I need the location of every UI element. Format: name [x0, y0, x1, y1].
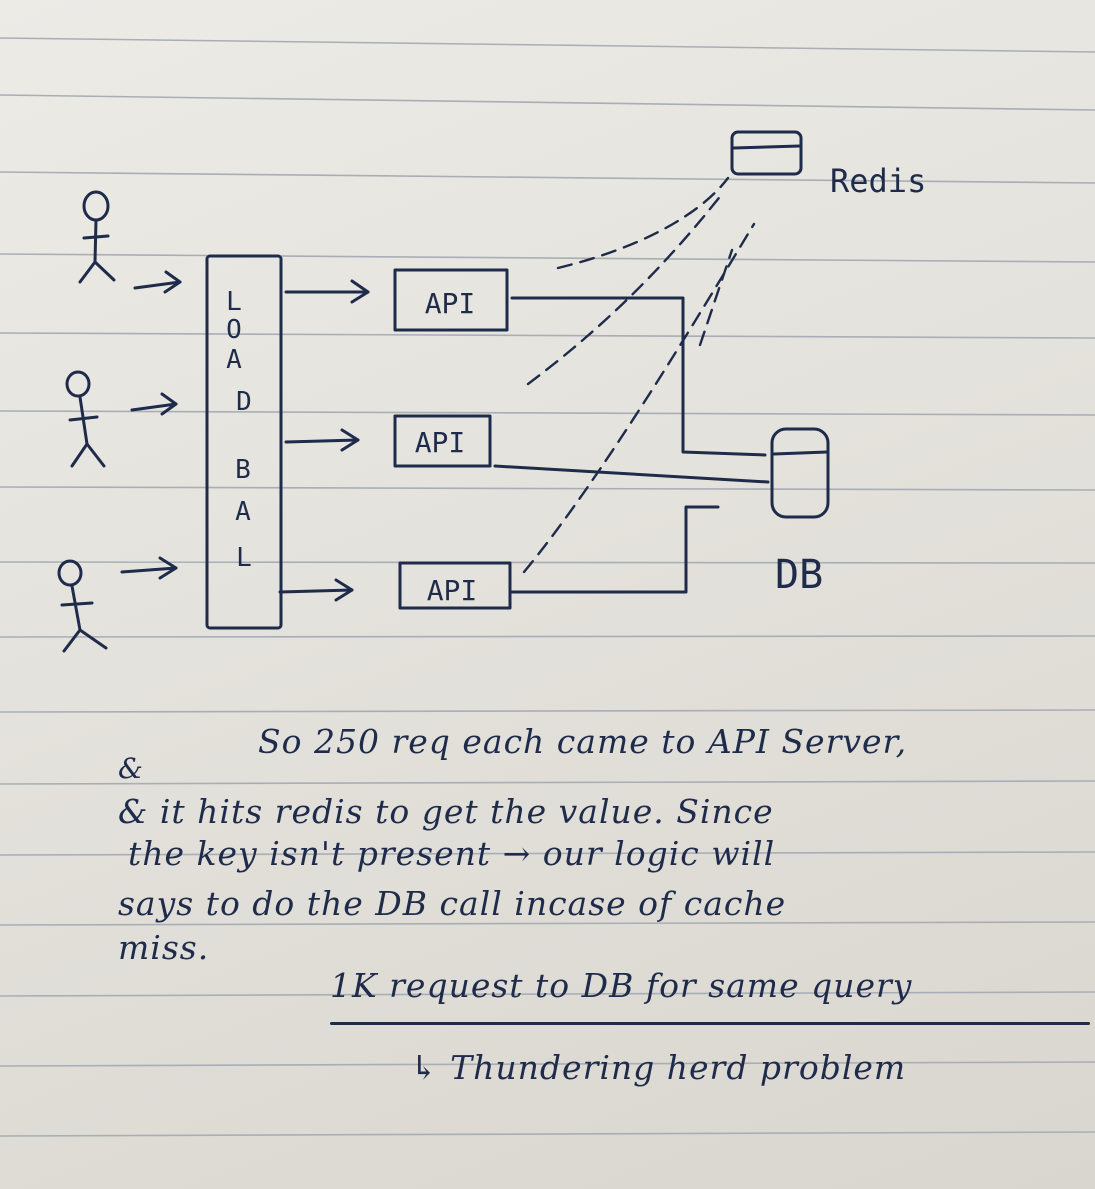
- lb-letter: A: [235, 497, 251, 527]
- note-underline: [330, 1022, 1090, 1025]
- db-label: DB: [775, 552, 823, 598]
- load-balancer-label: L O A D B A L: [226, 287, 252, 573]
- lb-api-arrows: [278, 279, 370, 602]
- note-line-4: says to do the DB call incase of cache: [118, 884, 787, 923]
- api-server-2: API: [393, 414, 492, 468]
- note-line-2: & it hits redis to get the value. Since: [118, 792, 774, 831]
- lb-letter: L: [226, 287, 242, 317]
- redis-label: Redis: [830, 162, 926, 200]
- user-arrows: [120, 270, 182, 580]
- note-line-1: So 250 req each came to API Server,: [258, 722, 908, 761]
- note-line-3: the key isn't present → our logic will: [128, 834, 776, 873]
- api-label: API: [427, 574, 478, 607]
- note-marker: &: [118, 752, 144, 785]
- note-line-7: ↳ Thundering herd problem: [410, 1048, 907, 1087]
- api-db-connectors: [493, 296, 770, 594]
- api-server-3: API: [398, 561, 512, 610]
- database-icon: [770, 427, 830, 519]
- user-1-icon: [78, 190, 116, 284]
- api-server-1: API: [393, 268, 509, 332]
- lb-letter: O: [226, 315, 242, 345]
- user-2-icon: [65, 370, 106, 468]
- lb-letter: B: [235, 455, 251, 485]
- lb-letter: D: [236, 387, 252, 417]
- redis-icon: [730, 130, 803, 176]
- note-line-5: miss.: [118, 928, 210, 967]
- lb-letter: A: [226, 345, 242, 375]
- api-label: API: [425, 287, 476, 320]
- lb-letter: L: [236, 543, 252, 573]
- load-balancer-box: [205, 254, 283, 630]
- note-line-6: 1K request to DB for same query: [330, 966, 913, 1005]
- api-label: API: [415, 426, 466, 459]
- redis-dashed-connectors: [522, 176, 756, 574]
- user-3-icon: [57, 559, 108, 653]
